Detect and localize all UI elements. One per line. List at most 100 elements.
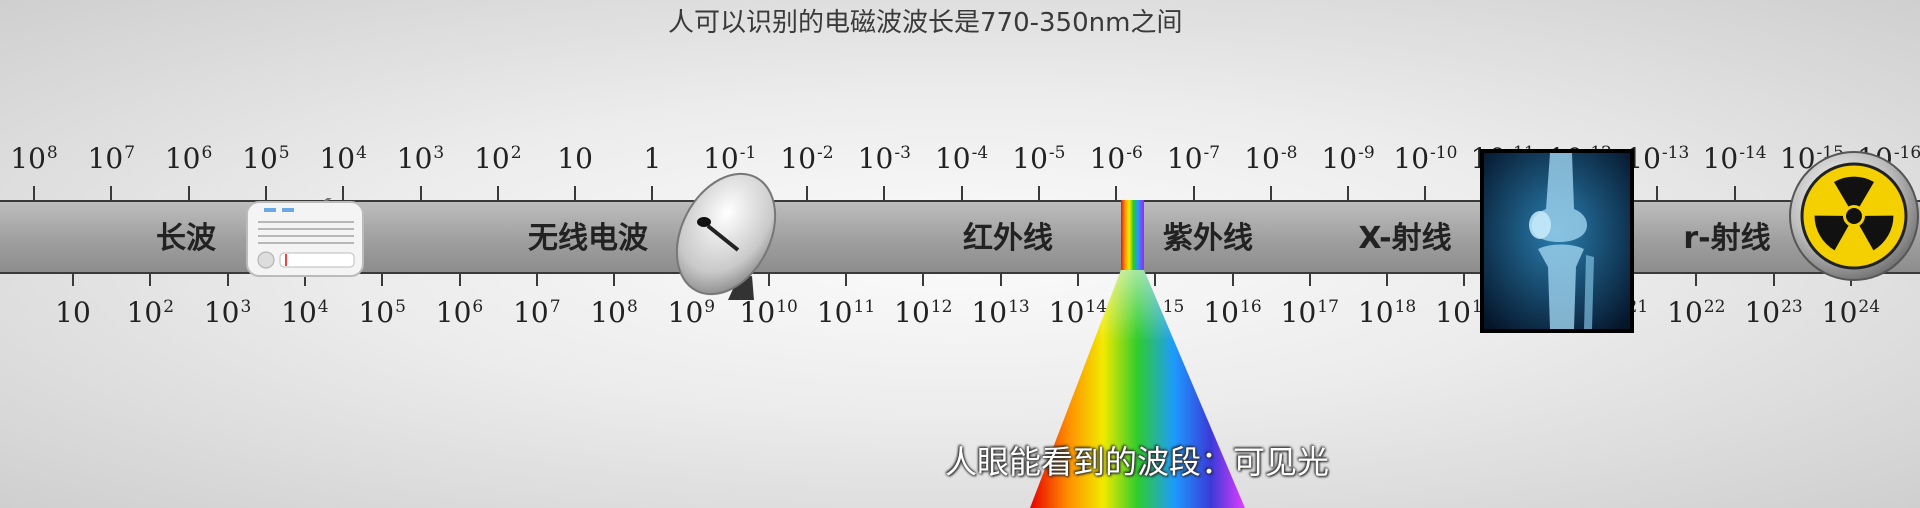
frequency-tick [999,272,1002,286]
region-long-wave: 长波 [156,221,216,256]
wavelength-label: 105 [242,142,289,175]
wavelength-label: 107 [88,142,135,175]
frequency-label: 1010 [740,296,798,329]
frequency-label-base: 10 [435,296,472,329]
wavelength-label-base: 10 [87,142,124,175]
frequency-label-exponent: 15 [1162,296,1185,317]
frequency-tick [845,272,847,286]
frequency-label-exponent: 24 [1858,296,1881,317]
frequency-label-exponent: 3 [240,296,252,317]
frequency-label: 1012 [894,296,952,329]
frequency-label-base: 10 [1744,296,1781,329]
knee-xray-image [1480,149,1634,333]
frequency-label-exponent: 16 [1240,296,1262,317]
wavelength-label-base: 10 [857,142,894,175]
wavelength-label: 10-10 [1393,142,1457,175]
wavelength-label: 106 [165,142,212,175]
wavelength-tick [1656,186,1659,200]
wavelength-label-exponent: 5 [278,142,290,163]
wavelength-tick [496,186,499,200]
wavelength-label-base: 10 [703,142,739,175]
wavelength-tick [574,186,577,200]
wavelength-tick [187,186,190,200]
wavelength-label-exponent: 6 [201,142,213,163]
region-gamma-ray: r-射线 [1683,221,1771,256]
wavelength-label-exponent: -3 [894,142,911,163]
wavelength-tick [1269,186,1272,200]
frequency-label-base: 10 [358,296,395,329]
visible-light-strip [1121,200,1144,270]
wavelength-label: 104 [319,142,366,175]
wavelength-label-base: 10 [10,142,46,175]
wavelength-label-exponent: -14 [1739,142,1767,163]
frequency-label-base: 10 [739,296,776,329]
frequency-label-base: 10 [894,296,930,329]
frequency-label-base: 10 [1435,296,1471,329]
frequency-tick [1308,272,1311,286]
wavelength-label-exponent: 2 [510,142,522,163]
frequency-label-base: 10 [1048,296,1085,329]
frequency-tick [72,272,74,286]
wavelength-label-base: 10 [557,142,593,175]
wavelength-label-exponent: 3 [433,142,445,163]
frequency-label: 1022 [1667,296,1725,329]
frequency-label-exponent: 22 [1703,296,1726,317]
frequency-tick [1076,272,1079,286]
wavelength-label-base: 10 [934,142,971,175]
frequency-label-exponent: 13 [1008,296,1030,317]
subtitle: 人可以识别的电磁波波长是770-350nm之间 [668,8,1183,38]
wavelength-label-base: 10 [1321,142,1358,175]
satellite-dish-icon [675,172,777,300]
frequency-label: 109 [668,296,715,329]
frequency-label: 1018 [1358,296,1416,329]
wavelength-label-base: 10 [1089,142,1126,175]
frequency-label: 1014 [1049,296,1107,329]
wavelength-label-base: 10 [1244,142,1280,175]
wavelength-tick [651,186,654,200]
wavelength-tick [806,186,808,200]
wavelength-label-base: 10 [1393,142,1430,175]
wavelength-tick [1115,186,1118,200]
wavelength-label: 10-14 [1703,142,1767,175]
radio-icon [246,198,364,277]
frequency-label-base: 10 [203,296,240,329]
wavelength-label: 10-8 [1244,142,1297,175]
frequency-label-exponent: 10 [776,296,798,317]
wavelength-label: 10-5 [1012,142,1065,175]
frequency-label-base: 10 [1280,296,1317,329]
wavelength-label-exponent: -10 [1430,142,1458,163]
wavelength-tick [1424,186,1427,200]
frequency-label: 102 [127,296,174,329]
frequency-tick [613,272,616,286]
wavelength-label: 10-7 [1167,142,1220,175]
wavelength-label-exponent: -9 [1358,142,1375,163]
frequency-label: 104 [281,296,328,329]
frequency-label-base: 10 [281,296,317,329]
wavelength-label-exponent: -16 [1893,142,1920,163]
frequency-label-base: 10 [1821,296,1858,329]
frequency-label: 1016 [1203,296,1261,329]
wavelength-label: 1 [643,142,661,175]
wavelength-label: 102 [474,142,521,175]
visible-light-caption: 人眼能看到的波段：可见光 [945,443,1330,481]
frequency-label-base: 10 [1667,296,1703,329]
wavelength-label-base: 10 [164,142,201,175]
wavelength-label-exponent: -1 [739,142,757,163]
frequency-label-exponent: 14 [1085,296,1108,317]
frequency-label: 1017 [1281,296,1339,329]
wavelength-label: 10-4 [935,142,988,175]
wavelength-label-base: 10 [396,142,433,175]
wavelength-label-exponent: -5 [1048,142,1066,163]
frequency-tick [1772,272,1775,286]
frequency-tick [1231,272,1234,286]
region-x-ray: X-射线 [1358,221,1452,256]
wavelength-tick [110,186,113,200]
region-ultraviolet: 紫外线 [1163,221,1253,256]
frequency-label: 106 [436,296,483,329]
region-infrared: 红外线 [963,221,1053,256]
frequency-label-base: 10 [1126,296,1162,329]
wavelength-tick [264,186,267,200]
radiation-hazard-icon [1789,151,1919,281]
wavelength-label-base: 10 [1166,142,1203,175]
frequency-label-base: 10 [126,296,163,329]
